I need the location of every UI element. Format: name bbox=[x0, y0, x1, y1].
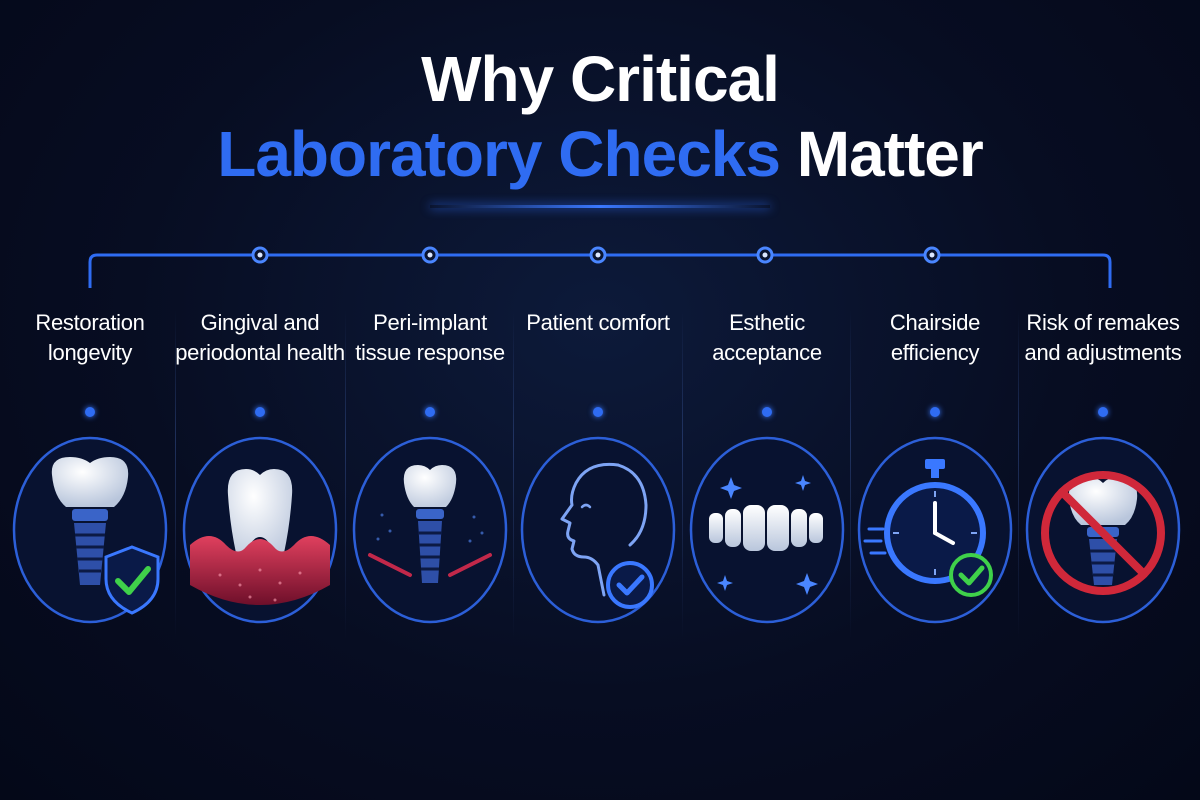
tooth-gum-icon bbox=[180, 435, 340, 625]
title-rest: Matter bbox=[796, 118, 984, 190]
title-line-1: Why Critical bbox=[421, 43, 780, 115]
column-separator bbox=[1018, 310, 1019, 640]
item-dot bbox=[593, 407, 603, 417]
item-restoration-longevity: Restoration longevity bbox=[5, 300, 175, 640]
column-separator bbox=[513, 310, 514, 640]
stopwatch-check-icon bbox=[855, 435, 1015, 625]
implant-shield-check-icon bbox=[10, 435, 170, 625]
item-label: Chairside efficiency bbox=[889, 310, 981, 365]
item-dot bbox=[762, 407, 772, 417]
title-highlight: Laboratory Checks bbox=[217, 118, 781, 190]
implant-prohibited-icon bbox=[1023, 435, 1183, 625]
column-separator bbox=[850, 310, 851, 640]
item-label: Gingival and periodontal health bbox=[175, 310, 345, 365]
title-underline bbox=[430, 205, 770, 208]
item-dot bbox=[930, 407, 940, 417]
item-gingival-periodontal-health: Gingival and periodontal health bbox=[175, 300, 345, 640]
item-patient-comfort: Patient comfort bbox=[513, 300, 683, 640]
column-separator bbox=[175, 310, 176, 640]
item-chairside-efficiency: Chairside efficiency bbox=[850, 300, 1020, 640]
item-label: Peri-implant tissue response bbox=[355, 310, 505, 365]
item-label: Restoration longevity bbox=[35, 310, 145, 365]
item-risk-of-remakes: Risk of remakes and adjustments bbox=[1018, 300, 1188, 640]
column-separator bbox=[682, 310, 683, 640]
item-label: Risk of remakes and adjustments bbox=[1024, 310, 1182, 365]
smile-teeth-sparkle-icon bbox=[687, 435, 847, 625]
item-dot bbox=[425, 407, 435, 417]
item-dot bbox=[85, 407, 95, 417]
title-line-2: Laboratory Checks Matter bbox=[0, 115, 1200, 193]
item-dot bbox=[1098, 407, 1108, 417]
item-peri-implant-tissue-response: Peri-implant tissue response bbox=[345, 300, 515, 640]
implant-tissue-icon bbox=[350, 435, 510, 625]
connector-bracket bbox=[88, 246, 1112, 288]
connector-nodes bbox=[251, 246, 941, 264]
face-profile-check-icon bbox=[518, 435, 678, 625]
item-dot bbox=[255, 407, 265, 417]
column-separator bbox=[345, 310, 346, 640]
item-esthetic-acceptance: Esthetic acceptance bbox=[682, 300, 852, 640]
item-label: Patient comfort bbox=[526, 310, 670, 335]
item-label: Esthetic acceptance bbox=[712, 310, 822, 365]
